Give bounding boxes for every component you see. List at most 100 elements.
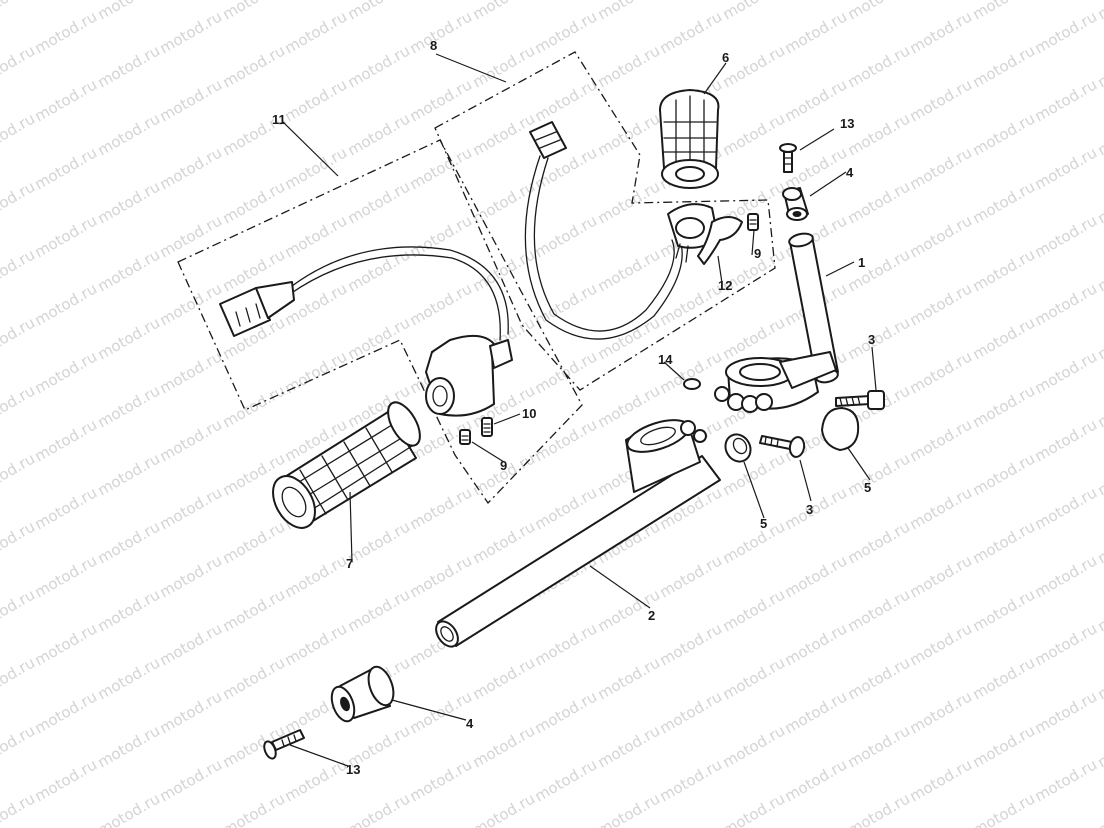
watermark-text: motod.ru bbox=[656, 7, 725, 57]
watermark-text: motod.ru bbox=[781, 551, 850, 601]
watermark-text: motod.ru bbox=[844, 313, 913, 363]
watermark-text: motod.ru bbox=[219, 0, 288, 23]
watermark-text: motod.ru bbox=[594, 109, 663, 159]
callout-5-left: 5 bbox=[760, 516, 767, 531]
watermark-text: motod.ru bbox=[781, 755, 850, 805]
watermark-text: motod.ru bbox=[281, 347, 350, 397]
watermark-text: motod.ru bbox=[719, 313, 788, 363]
watermark-text: motod.ru bbox=[406, 279, 475, 329]
watermark-text: motod.ru bbox=[94, 449, 163, 499]
watermark-text: motod.ru bbox=[594, 245, 663, 295]
watermark-text: motod.ru bbox=[656, 279, 725, 329]
watermark-text: motod.ru bbox=[906, 7, 975, 57]
watermark-text: motod.ru bbox=[156, 415, 225, 465]
callout-8: 8 bbox=[430, 38, 437, 53]
watermark-text: motod.ru bbox=[469, 789, 538, 828]
watermark-text: motod.ru bbox=[344, 789, 413, 828]
watermark-text: motod.ru bbox=[281, 211, 350, 261]
watermark-text: motod.ru bbox=[1031, 415, 1100, 465]
watermark-text: motod.ru bbox=[31, 551, 100, 601]
watermark-text: motod.ru bbox=[656, 619, 725, 669]
watermark-text: motod.ru bbox=[0, 41, 38, 91]
watermark-text: motod.ru bbox=[0, 653, 38, 703]
bolt-upper bbox=[835, 390, 885, 410]
watermark-text: motod.ru bbox=[1031, 483, 1100, 533]
watermark-text: motod.ru bbox=[906, 415, 975, 465]
watermark-text: motod.ru bbox=[969, 313, 1038, 363]
watermark-text: motod.ru bbox=[969, 585, 1038, 635]
cable-clip bbox=[697, 216, 743, 265]
watermark-text: motod.ru bbox=[94, 245, 163, 295]
watermark-text: motod.ru bbox=[719, 109, 788, 159]
watermark-text: motod.ru bbox=[781, 687, 850, 737]
watermark-text: motod.ru bbox=[969, 517, 1038, 567]
watermark-text: motod.ru bbox=[656, 687, 725, 737]
watermark-text: motod.ru bbox=[94, 109, 163, 159]
watermark-text: motod.ru bbox=[781, 619, 850, 669]
watermark-text: motod.ru bbox=[344, 245, 413, 295]
callout-1: 1 bbox=[858, 255, 865, 270]
watermark-text: motod.ru bbox=[156, 687, 225, 737]
bar-end-screw-bottom bbox=[263, 729, 305, 760]
o-ring bbox=[683, 378, 701, 390]
watermark-text: motod.ru bbox=[469, 109, 538, 159]
watermark-text: motod.ru bbox=[906, 143, 975, 193]
watermark-text: motod.ru bbox=[281, 7, 350, 57]
watermark-text: motod.ru bbox=[94, 585, 163, 635]
watermark-text: motod.ru bbox=[1031, 551, 1100, 601]
watermark-text: motod.ru bbox=[594, 0, 663, 23]
watermark-text: motod.ru bbox=[219, 177, 288, 227]
watermark-text: motod.ru bbox=[156, 211, 225, 261]
watermark-text: motod.ru bbox=[94, 721, 163, 771]
watermark-text: motod.ru bbox=[156, 347, 225, 397]
watermark-text: motod.ru bbox=[1031, 211, 1100, 261]
end-cap-left bbox=[724, 433, 752, 463]
watermark-text: motod.ru bbox=[406, 143, 475, 193]
watermark-text: motod.ru bbox=[344, 109, 413, 159]
watermark-text: motod.ru bbox=[844, 177, 913, 227]
callout-12: 12 bbox=[718, 278, 732, 293]
bolt-lower bbox=[759, 435, 806, 458]
watermark-text: motod.ru bbox=[844, 0, 913, 23]
watermark-text: motod.ru bbox=[969, 245, 1038, 295]
watermark-text: motod.ru bbox=[156, 7, 225, 57]
left-handlebar-tube bbox=[435, 419, 721, 648]
right-clamp bbox=[714, 351, 837, 413]
watermark-text: motod.ru bbox=[31, 687, 100, 737]
left-switch-housing bbox=[219, 246, 513, 417]
right-switch-housing bbox=[524, 121, 719, 340]
watermark-text: motod.ru bbox=[906, 687, 975, 737]
screw-10 bbox=[481, 417, 493, 437]
watermark-text: motod.ru bbox=[156, 75, 225, 125]
watermark-text: motod.ru bbox=[969, 381, 1038, 431]
watermark-text: motod.ru bbox=[406, 551, 475, 601]
end-cap-right bbox=[821, 407, 860, 451]
watermark-text: motod.ru bbox=[281, 619, 350, 669]
bar-end-weight-top bbox=[782, 187, 809, 221]
watermark-text: motod.ru bbox=[969, 177, 1038, 227]
watermark-text: motod.ru bbox=[594, 41, 663, 91]
watermark-text: motod.ru bbox=[1031, 687, 1100, 737]
watermark-text: motod.ru bbox=[156, 143, 225, 193]
watermark-text: motod.ru bbox=[469, 449, 538, 499]
watermark-text: motod.ru bbox=[0, 313, 38, 363]
callouts: 1 2 3 3 4 4 5 5 6 7 8 9 9 10 11 12 13 13… bbox=[272, 38, 875, 777]
watermark-text: motod.ru bbox=[94, 789, 163, 828]
watermark-text: motod.ru bbox=[0, 381, 38, 431]
watermark-text: motod.ru bbox=[906, 483, 975, 533]
watermark-text: motod.ru bbox=[219, 41, 288, 91]
assembly-11-boundary bbox=[177, 139, 583, 505]
watermark-text: motod.ru bbox=[969, 109, 1038, 159]
callout-11: 11 bbox=[272, 112, 286, 127]
watermark-text: motod.ru bbox=[844, 245, 913, 295]
watermark-text: motod.ru bbox=[531, 75, 600, 125]
watermark-text: motod.ru bbox=[969, 449, 1038, 499]
watermark-text: motod.ru bbox=[969, 41, 1038, 91]
watermark-text: motod.ru bbox=[94, 177, 163, 227]
watermark-text: motod.ru bbox=[31, 755, 100, 805]
watermark-text: motod.ru bbox=[406, 7, 475, 57]
watermark-text: motod.ru bbox=[31, 415, 100, 465]
watermark-text: motod.ru bbox=[219, 653, 288, 703]
watermark-text: motod.ru bbox=[844, 721, 913, 771]
watermark-text: motod.ru bbox=[344, 177, 413, 227]
